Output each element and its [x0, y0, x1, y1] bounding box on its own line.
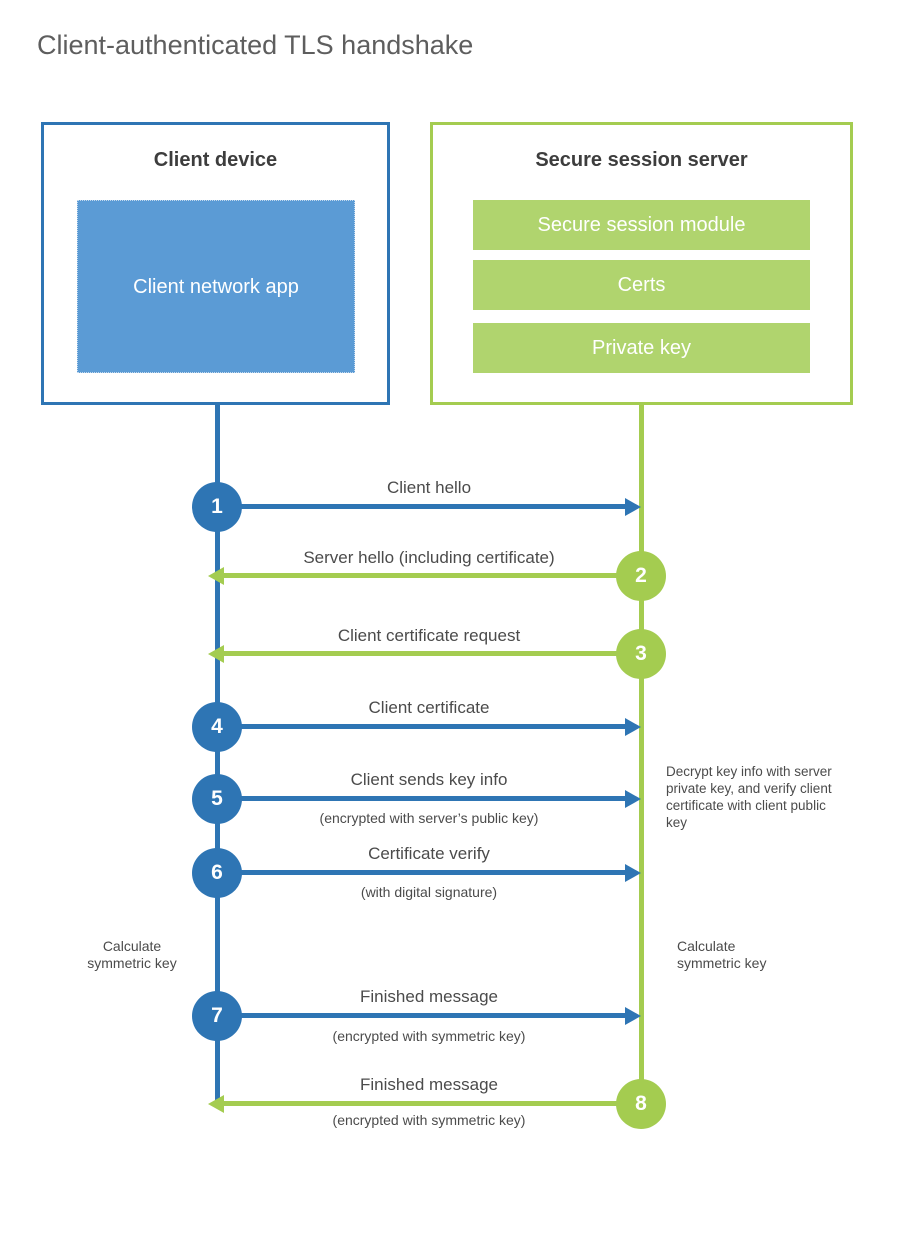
arrow-line: [217, 870, 625, 875]
message-label: Client sends key info: [350, 770, 508, 789]
step-circle: 1: [192, 482, 242, 532]
step-circle: 3: [616, 629, 666, 679]
arrow-right-icon: [625, 498, 641, 516]
step-circle: 6: [192, 848, 242, 898]
message-sublabel: (with digital signature): [360, 884, 498, 900]
arrow-right-icon: [625, 1007, 641, 1025]
arrow-right-icon: [625, 864, 641, 882]
step-circle: 2: [616, 551, 666, 601]
arrow-right-icon: [625, 718, 641, 736]
message-sublabel: (encrypted with symmetric key): [332, 1112, 526, 1128]
step-circle: 4: [192, 702, 242, 752]
arrow-left-icon: [208, 645, 224, 663]
page-title: Client-authenticated TLS handshake: [37, 30, 474, 60]
message-label: Finished message: [360, 1075, 498, 1094]
secure-session-server-box: Secure session server Secure session mod…: [430, 122, 853, 405]
client-network-app-block: Client network app: [77, 200, 355, 373]
server-module-secure-session-module: Secure session module: [473, 200, 810, 250]
arrow-line: [224, 651, 642, 656]
arrow-left-icon: [208, 567, 224, 585]
server-lifeline: [639, 405, 644, 1104]
message-label: Server hello (including certificate): [303, 548, 555, 567]
secure-session-server-title: Secure session server: [535, 149, 748, 171]
client-network-app-label: Client network app: [133, 275, 299, 298]
client-device-box: Client device Client network app: [41, 122, 390, 405]
arrow-line: [224, 1101, 642, 1106]
arrow-right-icon: [625, 790, 641, 808]
step-circle: 7: [192, 991, 242, 1041]
arrow-line: [217, 796, 625, 801]
step-circle: 8: [616, 1079, 666, 1129]
note-decrypt-key-info: Decrypt key info with server private key…: [666, 764, 832, 830]
note-calculate-symmetric-key-server: Calculate symmetric key: [677, 938, 767, 971]
server-module-certs: Certs: [473, 260, 810, 310]
message-label: Client certificate: [368, 698, 490, 717]
step-circle: 5: [192, 774, 242, 824]
client-device-title: Client device: [153, 149, 278, 171]
message-label: Client hello: [386, 478, 472, 497]
note-calculate-symmetric-key-client: Calculate symmetric key: [87, 938, 177, 971]
arrow-left-icon: [208, 1095, 224, 1113]
arrow-line: [217, 1013, 625, 1018]
arrow-line: [217, 504, 625, 509]
message-sublabel: (encrypted with symmetric key): [332, 1028, 526, 1044]
server-module-private-key: Private key: [473, 323, 810, 373]
arrow-line: [217, 724, 625, 729]
message-label: Finished message: [360, 987, 498, 1006]
client-lifeline: [215, 405, 220, 1107]
message-label: Client certificate request: [337, 626, 521, 645]
arrow-line: [224, 573, 642, 578]
message-label: Certificate verify: [368, 844, 490, 863]
message-sublabel: (encrypted with server’s public key): [319, 810, 539, 826]
